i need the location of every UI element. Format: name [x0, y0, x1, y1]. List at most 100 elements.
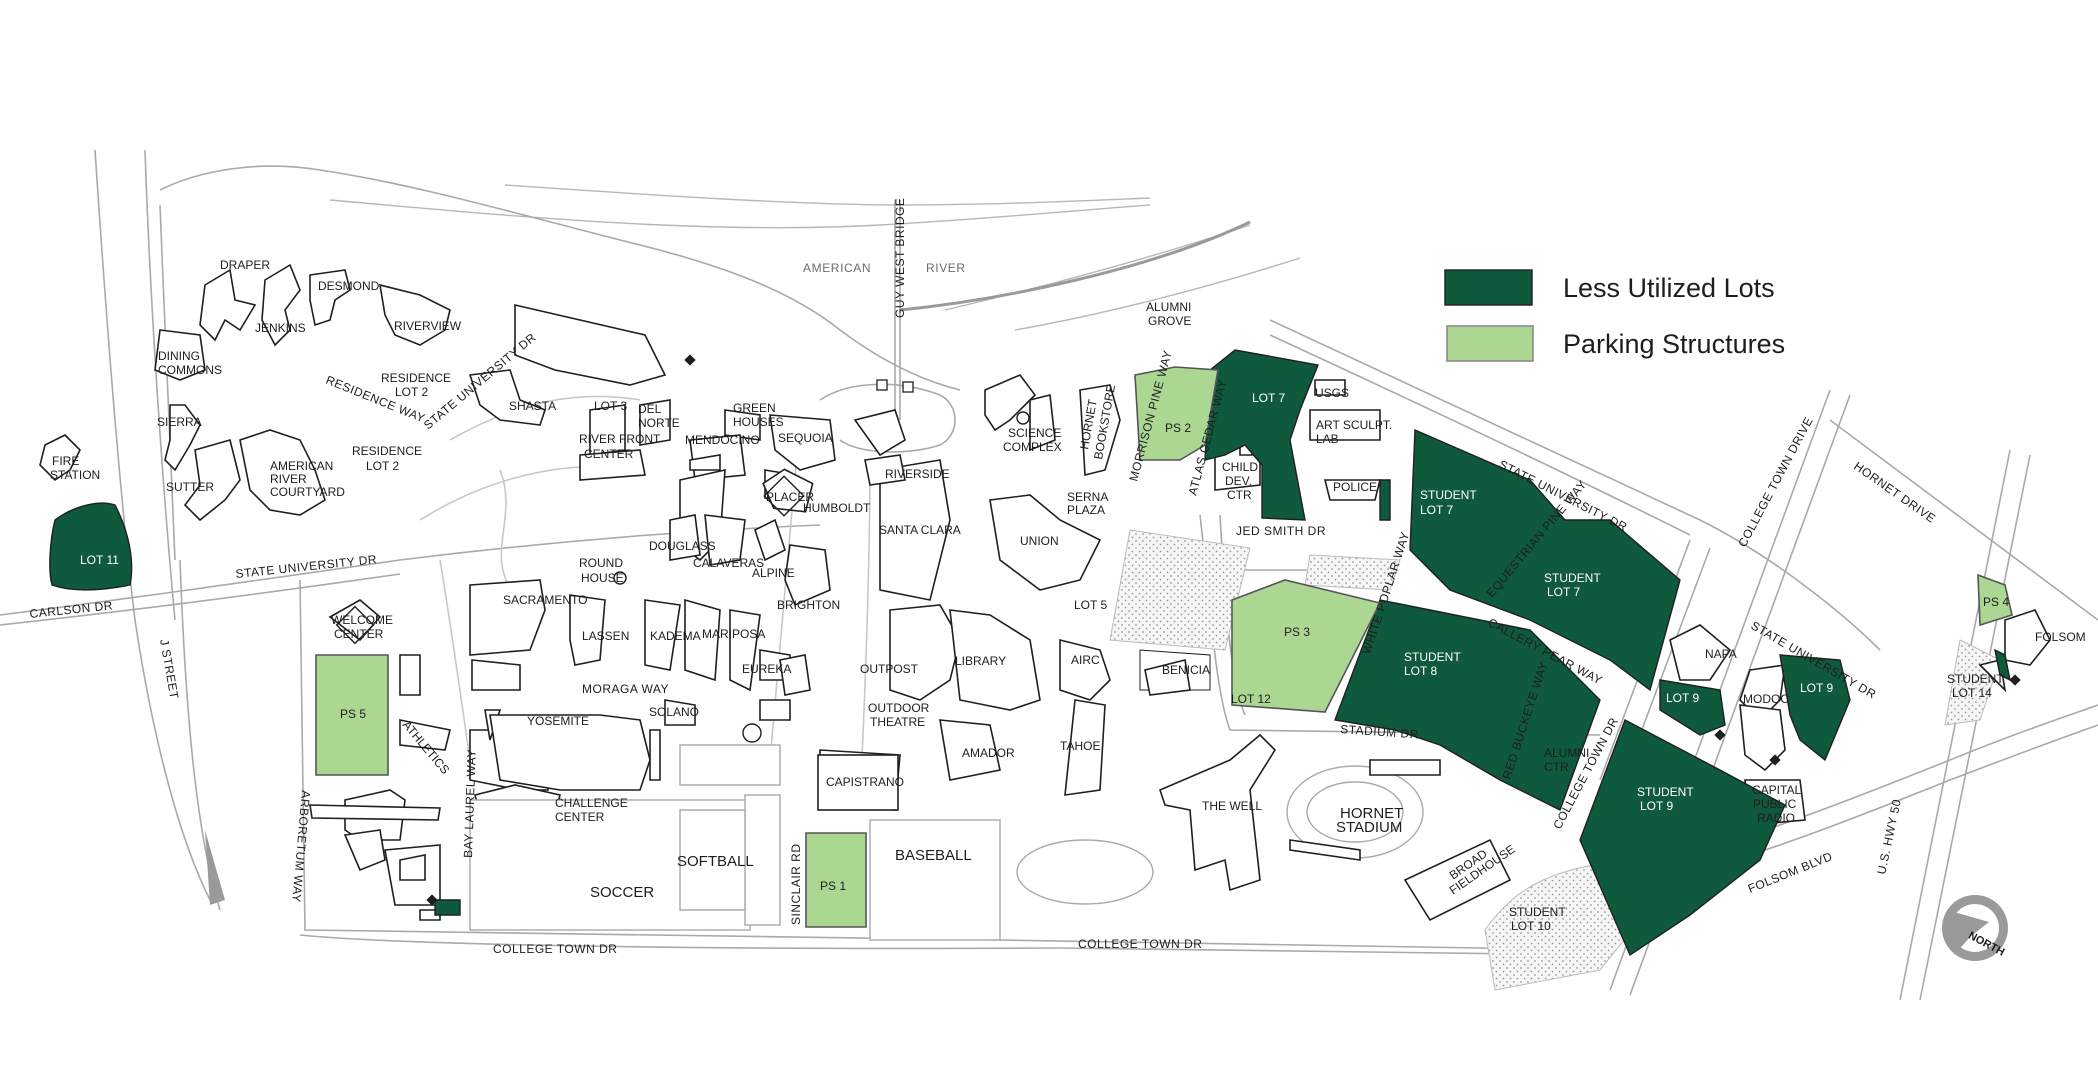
label-serna-plaza-1: SERNA — [1067, 490, 1108, 504]
ps-1-area — [805, 832, 867, 928]
label-lot-5: LOT 5 — [1074, 598, 1107, 612]
label-jenkins: JENKINS — [255, 321, 306, 335]
label-green-houses-1: GREEN — [733, 401, 776, 415]
street-sinclair-rd: SINCLAIR RD — [789, 843, 803, 925]
label-modoc: MODOC — [1743, 692, 1789, 706]
label-challenge-center-1: CHALLENGE — [555, 796, 628, 810]
label-ps-2: PS 2 — [1165, 421, 1191, 435]
label-capistrano: CAPISTRANO — [826, 775, 904, 789]
label-river-front-center-1: RIVER FRONT — [579, 432, 661, 446]
label-hornet-stadium-2: STADIUM — [1336, 819, 1402, 836]
label-lot-3: LOT 3 — [594, 399, 627, 413]
label-the-well: THE WELL — [1202, 799, 1262, 813]
label-round-house-2: HOUSE — [581, 571, 624, 585]
less-utilized-lots — [49, 349, 2011, 957]
label-airc: AIRC — [1071, 653, 1100, 667]
label-lot-7: LOT 7 — [1252, 391, 1285, 405]
ps-5-area — [315, 654, 389, 776]
label-serna-plaza-2: PLAZA — [1067, 503, 1105, 517]
label-fire-station-1: FIRE — [52, 454, 79, 468]
ps-3-area — [1231, 579, 1382, 713]
label-outdoor-theatre-1: OUTDOOR — [868, 701, 930, 715]
label-student-lot-8-1: STUDENT — [1404, 650, 1461, 664]
label-shasta: SHASTA — [509, 399, 556, 413]
label-del-norte-2: NORTE — [638, 416, 680, 430]
label-sutter: SUTTER — [166, 480, 214, 494]
label-capital-public-radio-1: CAPITAL — [1752, 783, 1801, 797]
label-lassen: LASSEN — [582, 629, 629, 643]
label-alumni-grove-2: GROVE — [1148, 314, 1191, 328]
label-ps-1: PS 1 — [820, 879, 846, 893]
label-residence-lot-2b-2: LOT 2 — [366, 459, 399, 473]
label-folsom: FOLSOM — [2035, 630, 2086, 644]
label-student-lot-7a-1: STUDENT — [1420, 488, 1477, 502]
label-police: POLICE — [1333, 480, 1377, 494]
label-outdoor-theatre-2: THEATRE — [870, 715, 925, 729]
label-napa: NAPA — [1705, 647, 1737, 661]
diamond-marker-icon — [1714, 729, 1726, 741]
label-alumni-grove-1: ALUMNI — [1146, 300, 1191, 314]
label-douglass: DOUGLASS — [649, 539, 716, 553]
label-sacramento: SACRAMENTO — [503, 593, 587, 607]
label-sequoia: SEQUOIA — [778, 431, 833, 445]
circle-marker-icon — [1016, 411, 1030, 425]
northeast-buildings — [984, 374, 2051, 826]
diamond-marker-icon — [2009, 674, 2021, 686]
label-santa-clara: SANTA CLARA — [879, 523, 961, 537]
label-american-river-courtyard-1: AMERICAN — [270, 459, 333, 473]
legend: Less Utilized Lots Parking Structures — [1444, 269, 1785, 362]
circle-marker-icon — [613, 571, 627, 585]
american-river — [329, 184, 1301, 331]
river-label-left: AMERICAN — [803, 261, 871, 275]
label-student-lot-14-1: STUDENT — [1947, 672, 2004, 686]
label-lot-11: LOT 11 — [80, 553, 119, 567]
label-american-river-courtyard-3: COURTYARD — [270, 485, 345, 499]
road-corner-marker — [205, 830, 225, 905]
label-tahoe: TAHOE — [1060, 739, 1100, 753]
label-welcome-center-2: CENTER — [334, 627, 384, 641]
label-hornet-stadium-1: HORNET — [1340, 805, 1403, 822]
label-student-lot-7b-2: LOT 7 — [1547, 585, 1580, 599]
label-capital-public-radio-3: RADIO — [1757, 811, 1795, 825]
label-amador: AMADOR — [962, 746, 1015, 760]
bridge-marker-icon — [876, 379, 888, 391]
legend-swatch-less-utilized — [1444, 269, 1533, 306]
label-child-dev-ctr-1: CHILD — [1222, 460, 1258, 474]
street-state-university-dr-west: STATE UNIVERSITY DR — [235, 552, 378, 581]
street-stadium-dr: STADIUM DR — [1340, 722, 1420, 741]
label-art-sculpt-lab-2: LAB — [1316, 432, 1339, 446]
river-label-right: RIVER — [926, 261, 966, 275]
ps-4-area — [1977, 573, 2013, 627]
label-dining-commons-2: COMMONS — [158, 363, 222, 377]
circle-marker-icon — [742, 723, 762, 743]
street-college-town-dr-south-1: COLLEGE TOWN DR — [493, 942, 617, 956]
lot-9-east-area — [1779, 654, 1851, 762]
street-moraga-way: MORAGA WAY — [582, 682, 669, 696]
athletic-fields — [469, 733, 1795, 941]
label-art-sculpt-lab-1: ART SCULPT. — [1316, 418, 1392, 432]
label-riverview: RIVERVIEW — [394, 319, 462, 333]
label-dining-commons-1: DINING — [158, 349, 200, 363]
label-del-norte-1: DEL — [638, 402, 662, 416]
label-science-complex-1: SCIENCE — [1008, 426, 1061, 440]
label-residence-lot-2b-1: RESIDENCE — [352, 444, 422, 458]
label-challenge-center-2: CENTER — [555, 810, 605, 824]
label-solano: SOLANO — [649, 705, 699, 719]
label-fire-station-2: STATION — [50, 468, 100, 482]
label-round-house-1: ROUND — [579, 556, 623, 570]
lot-9-west-area — [1659, 679, 1726, 736]
label-kadema: KADEMA — [650, 629, 701, 643]
label-usgs: USGS — [1315, 386, 1349, 400]
lot-7-area — [1204, 349, 1319, 521]
label-calaveras: CALAVERAS — [693, 556, 764, 570]
student-lot-7-area — [1409, 428, 1681, 692]
bridge-marker-icon — [902, 381, 914, 393]
label-desmond: DESMOND — [318, 279, 380, 293]
label-humboldt: HUMBOLDT — [803, 501, 871, 515]
label-baseball: BASEBALL — [895, 847, 972, 864]
label-science-complex-2: COMPLEX — [1003, 440, 1062, 454]
label-sierra: SIERRA — [157, 415, 202, 429]
label-benicia: BENICIA — [1162, 663, 1210, 677]
